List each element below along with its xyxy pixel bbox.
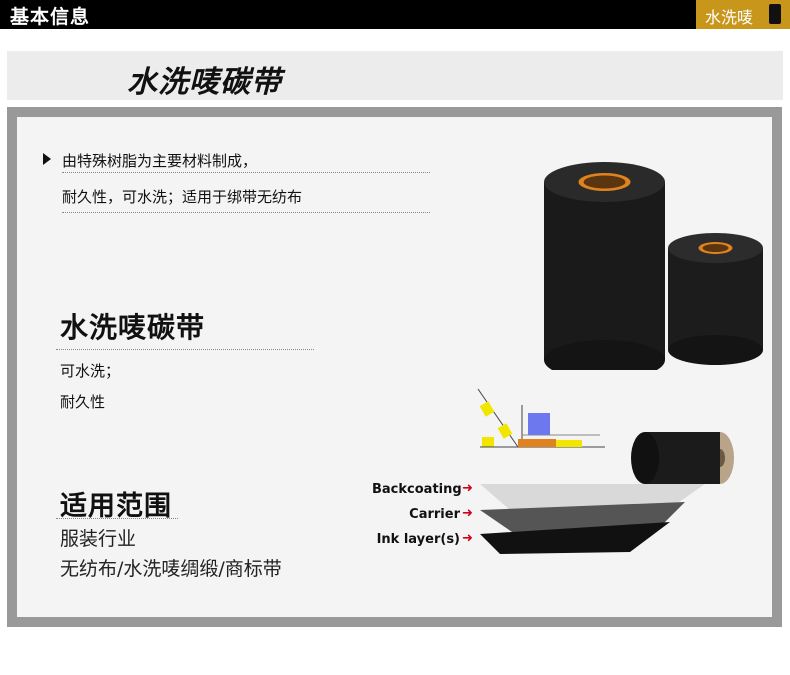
title-banner: 水洗唛碳带 (7, 51, 783, 100)
layer-label-ink: Ink layer(s) (376, 532, 460, 547)
divider (62, 172, 430, 173)
arrow-right-icon: ➜ (462, 481, 473, 496)
feature-washable: 可水洗； (60, 362, 121, 380)
usage-industry: 服装行业 (60, 528, 137, 550)
ribbon-structure-diagram (480, 432, 734, 554)
layer-label-carrier: Carrier (409, 507, 460, 522)
usage-heading: 适用范围 (60, 491, 172, 522)
divider (56, 349, 314, 350)
header-bar: 基本信息 水洗唛 (0, 0, 790, 29)
ribbon-rolls-image (544, 162, 763, 370)
product-tag: 水洗唛 (696, 0, 790, 29)
ribbon-roll-icon (769, 4, 781, 24)
usage-materials: 无纺布/水洗唛绸缎/商标带 (60, 558, 282, 580)
bullet-triangle-icon (43, 153, 51, 165)
arrow-right-icon: ➜ (462, 506, 473, 521)
banner-title: 水洗唛碳带 (127, 65, 282, 100)
divider (62, 212, 430, 213)
arrow-right-icon: ➜ (462, 531, 473, 546)
print-process-diagram (477, 388, 605, 448)
intro-line-2: 耐久性，可水洗；适用于绑带无纺布 (62, 188, 303, 206)
product-tag-label: 水洗唛 (705, 8, 754, 27)
feature-durable: 耐久性 (60, 393, 106, 411)
product-name: 水洗唛碳带 (60, 311, 206, 344)
section-title: 基本信息 (10, 6, 91, 28)
divider (56, 518, 178, 519)
intro-line-1: 由特殊树脂为主要材料制成， (62, 152, 258, 170)
layer-label-backcoating: Backcoating (372, 482, 462, 497)
